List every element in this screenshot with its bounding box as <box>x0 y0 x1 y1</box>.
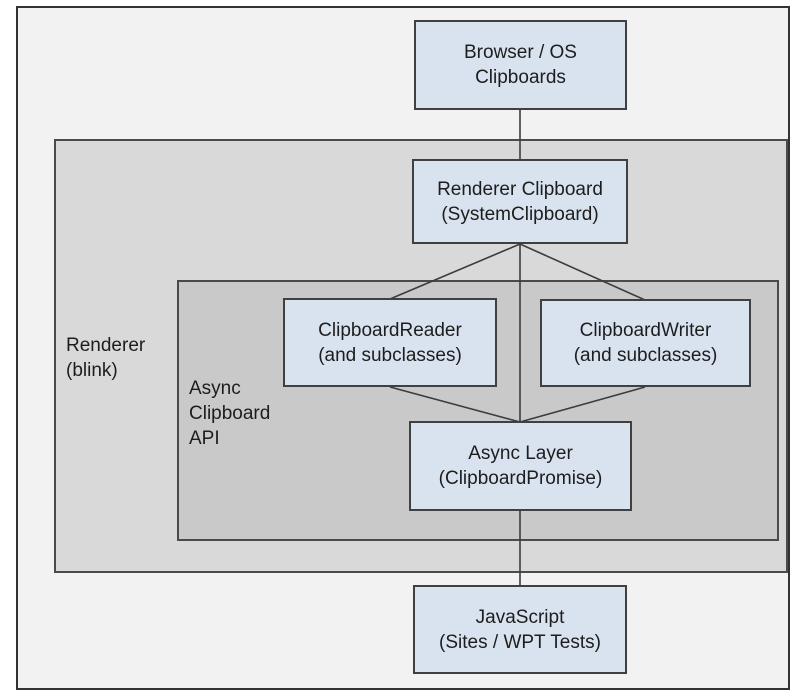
async-clipboard-api-container-label: Async Clipboard API <box>189 378 271 449</box>
node-clipboard-reader: ClipboardReader (and subclasses) <box>283 298 497 387</box>
node-async-layer: Async Layer (ClipboardPromise) <box>409 421 632 511</box>
node-clipboard-writer: ClipboardWriter (and subclasses) <box>540 299 751 387</box>
node-browser-os-clipboards: Browser / OS Clipboards <box>414 20 627 110</box>
node-renderer-clipboard: Renderer Clipboard (SystemClipboard) <box>412 159 628 244</box>
node-javascript: JavaScript (Sites / WPT Tests) <box>413 585 627 674</box>
renderer-container-label: Renderer (blink) <box>66 335 146 381</box>
